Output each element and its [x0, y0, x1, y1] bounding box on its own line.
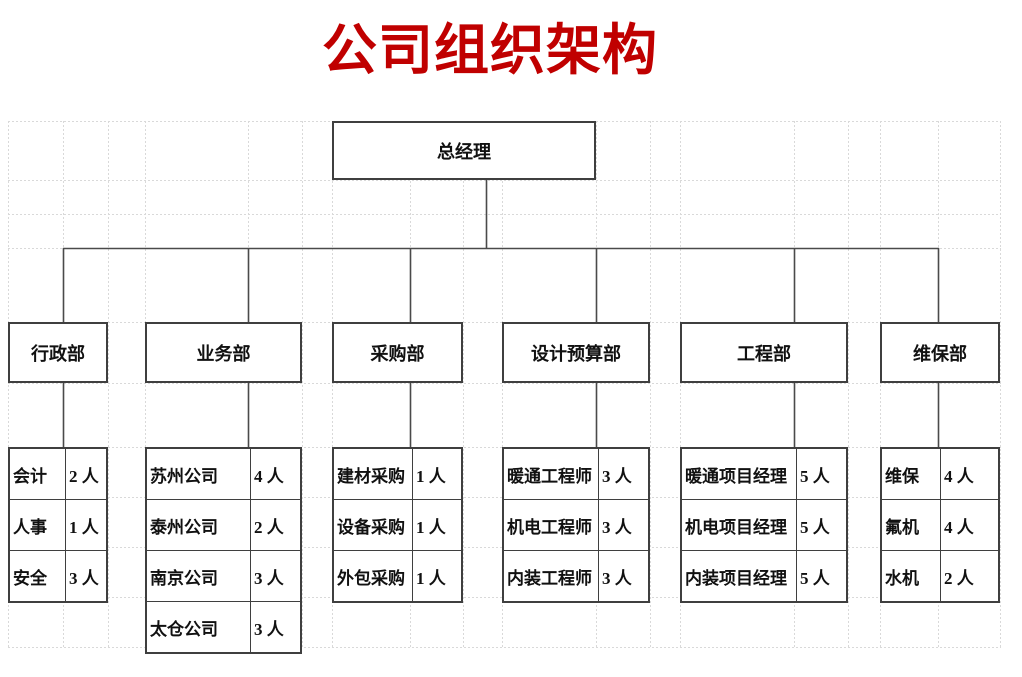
- table-row: 维保 4 人: [882, 449, 998, 499]
- member-headcount: 1 人: [412, 551, 461, 601]
- dept-box-procurement: 采购部: [332, 322, 463, 383]
- member-headcount: 3 人: [65, 551, 106, 601]
- member-headcount: 5 人: [796, 449, 846, 499]
- table-row: 外包采购 1 人: [334, 550, 461, 601]
- member-headcount: 4 人: [940, 449, 998, 499]
- dept-box-administration: 行政部: [8, 322, 108, 383]
- member-position: 暖通项目经理: [685, 466, 787, 486]
- member-headcount: 2 人: [250, 500, 300, 550]
- member-position: 会计: [13, 466, 47, 486]
- member-position: 人事: [13, 517, 47, 537]
- member-table-administration: 会计 2 人人事 1 人安全 3 人: [8, 447, 108, 603]
- table-row: 太仓公司 3 人: [147, 601, 300, 652]
- table-row: 水机 2 人: [882, 550, 998, 601]
- table-row: 苏州公司 4 人: [147, 449, 300, 499]
- page-title: 公司组织架构: [321, 19, 659, 81]
- member-headcount: 5 人: [796, 500, 846, 550]
- member-position: 南京公司: [150, 568, 218, 588]
- member-position: 氟机: [885, 517, 919, 537]
- table-row: 氟机 4 人: [882, 499, 998, 550]
- table-row: 机电项目经理 5 人: [682, 499, 846, 550]
- member-headcount: 2 人: [940, 551, 998, 601]
- member-position: 外包采购: [337, 568, 405, 588]
- table-row: 南京公司 3 人: [147, 550, 300, 601]
- table-row: 会计 2 人: [10, 449, 106, 499]
- table-row: 暖通项目经理 5 人: [682, 449, 846, 499]
- member-headcount: 3 人: [598, 449, 648, 499]
- member-headcount: 1 人: [412, 449, 461, 499]
- member-headcount: 2 人: [65, 449, 106, 499]
- table-row: 安全 3 人: [10, 550, 106, 601]
- table-row: 机电工程师 3 人: [504, 499, 648, 550]
- table-row: 内装工程师 3 人: [504, 550, 648, 601]
- member-position: 泰州公司: [150, 517, 218, 537]
- dept-box-design-budget: 设计预算部: [502, 322, 650, 383]
- dept-box-business: 业务部: [145, 322, 302, 383]
- member-position: 内装工程师: [507, 568, 592, 588]
- member-position: 太仓公司: [150, 619, 218, 639]
- member-position: 水机: [885, 568, 919, 588]
- member-position: 安全: [13, 568, 47, 588]
- member-headcount: 5 人: [796, 551, 846, 601]
- member-position: 建材采购: [337, 466, 405, 486]
- member-position: 机电工程师: [507, 517, 592, 537]
- table-row: 泰州公司 2 人: [147, 499, 300, 550]
- table-row: 建材采购 1 人: [334, 449, 461, 499]
- table-row: 暖通工程师 3 人: [504, 449, 648, 499]
- member-headcount: 3 人: [598, 500, 648, 550]
- dept-box-maintenance: 维保部: [880, 322, 1000, 383]
- member-position: 内装项目经理: [685, 568, 787, 588]
- member-position: 暖通工程师: [507, 466, 592, 486]
- member-headcount: 4 人: [940, 500, 998, 550]
- member-headcount: 4 人: [250, 449, 300, 499]
- member-headcount: 1 人: [65, 500, 106, 550]
- table-row: 内装项目经理 5 人: [682, 550, 846, 601]
- table-row: 人事 1 人: [10, 499, 106, 550]
- root-box-general-manager: 总经理: [332, 121, 596, 180]
- member-position: 维保: [885, 466, 919, 486]
- table-row: 设备采购 1 人: [334, 499, 461, 550]
- member-position: 设备采购: [337, 517, 405, 537]
- member-headcount: 1 人: [412, 500, 461, 550]
- member-position: 机电项目经理: [685, 517, 787, 537]
- member-headcount: 3 人: [250, 602, 300, 652]
- member-headcount: 3 人: [250, 551, 300, 601]
- member-position: 苏州公司: [150, 466, 218, 486]
- member-headcount: 3 人: [598, 551, 648, 601]
- dept-box-engineering: 工程部: [680, 322, 848, 383]
